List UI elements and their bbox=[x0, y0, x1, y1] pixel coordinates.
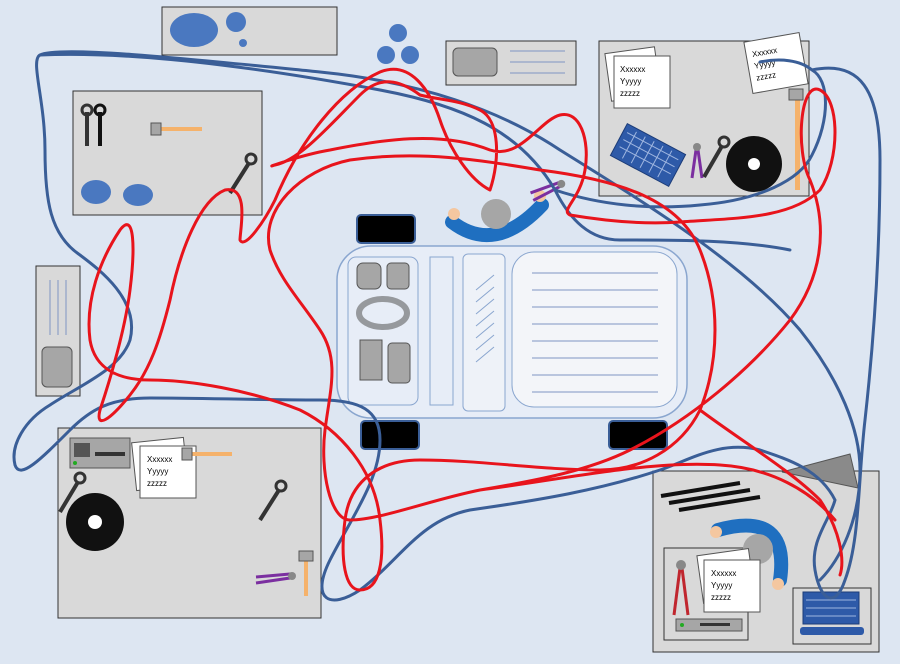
note-line: zzzzz bbox=[620, 89, 640, 98]
note-line: Xxxxxx bbox=[751, 46, 778, 59]
tool-station-bottom-left: Xxxxxx Yyyyy zzzzz bbox=[57, 427, 322, 619]
disc-icon bbox=[66, 493, 124, 551]
hammer-icon bbox=[150, 122, 202, 136]
paper-note-icon: Xxxxxx Yyyyy zzzzz bbox=[696, 548, 761, 613]
note-line: zzzzz bbox=[711, 593, 731, 602]
top-shelf-box bbox=[161, 6, 338, 56]
laptop-icon bbox=[792, 587, 872, 645]
paper-note-icon: Xxxxxx Yyyyy zzzzz bbox=[604, 46, 671, 109]
workstation-bottom-right: Xxxxxx Yyyyy zzzzz bbox=[652, 453, 880, 653]
tool-station-top-right: Xxxxxx Yyyyy zzzzz Xxxxxx Yyyyy zzzzz bbox=[598, 31, 810, 197]
wrench-icon bbox=[80, 103, 107, 146]
tool-station-top-left bbox=[72, 90, 263, 216]
disc-icon bbox=[726, 136, 782, 192]
server-icon bbox=[675, 618, 743, 632]
pliers-icon bbox=[672, 560, 690, 616]
red-movement-path bbox=[87, 68, 844, 592]
note-line: Yyyyy bbox=[620, 77, 641, 86]
wrench-icon bbox=[228, 152, 258, 195]
parts-circles bbox=[377, 24, 419, 64]
worker-icon bbox=[445, 190, 549, 243]
hammer-icon bbox=[181, 447, 232, 461]
wrench-icon bbox=[258, 479, 288, 522]
server-icon bbox=[69, 437, 131, 469]
hammer-icon bbox=[788, 88, 804, 190]
wrench-icon bbox=[702, 135, 731, 179]
note-line: Yyyyy bbox=[147, 467, 168, 476]
paper-note-icon: Xxxxxx Yyyyy zzzzz bbox=[743, 31, 809, 95]
note-line: Xxxxxx bbox=[711, 569, 736, 578]
note-line: zzzzz bbox=[756, 70, 777, 82]
note-line: Yyyyy bbox=[711, 581, 732, 590]
note-line: zzzzz bbox=[147, 479, 167, 488]
note-line: Xxxxxx bbox=[147, 455, 172, 464]
worker-icon bbox=[710, 518, 789, 590]
hammer-icon bbox=[298, 550, 314, 596]
pliers-icon bbox=[690, 143, 704, 179]
keyboard-icon bbox=[609, 122, 687, 188]
central-machine bbox=[336, 214, 688, 450]
left-cabinet bbox=[35, 265, 81, 397]
wrench-icon bbox=[58, 471, 87, 514]
paper-note-icon: Xxxxxx Yyyyy zzzzz bbox=[131, 436, 197, 499]
pliers-icon bbox=[255, 572, 296, 585]
note-line: Xxxxxx bbox=[620, 65, 645, 74]
blue-movement-path bbox=[12, 50, 882, 602]
top-small-cabinet bbox=[445, 40, 577, 86]
cables bbox=[660, 481, 761, 512]
